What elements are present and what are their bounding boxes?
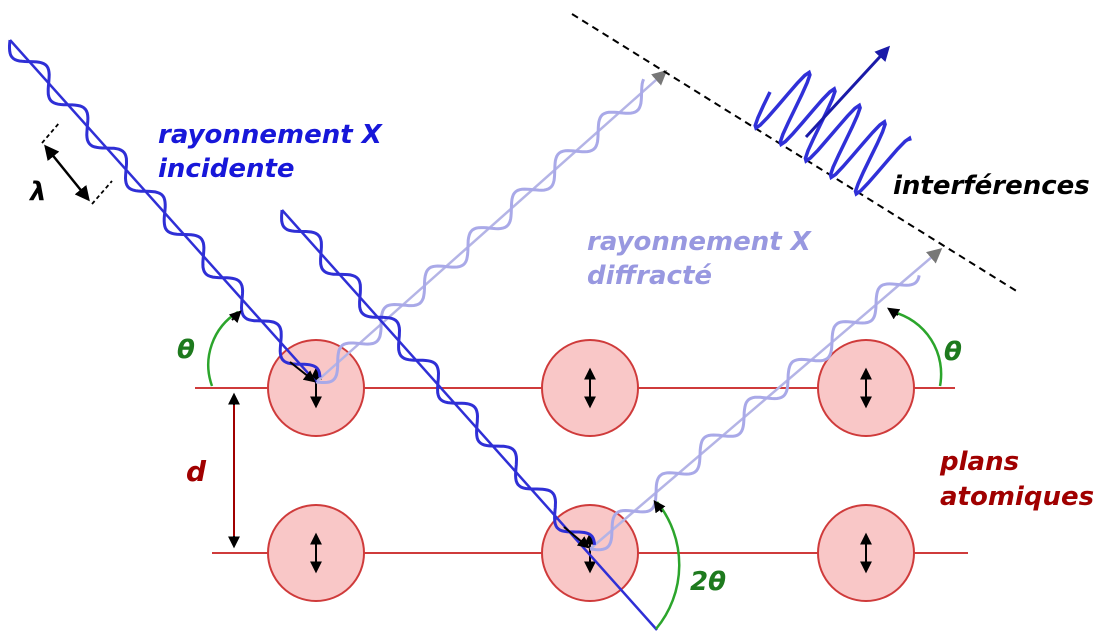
atom bbox=[541, 339, 639, 437]
spacing-label: d bbox=[186, 455, 207, 488]
wavelength-marker bbox=[41, 121, 113, 205]
atom bbox=[267, 339, 365, 437]
incident-arrow-1 bbox=[289, 361, 316, 383]
incident-ray-1 bbox=[9, 39, 317, 383]
diffracted-wave-2 bbox=[589, 275, 921, 552]
theta-arrow-left bbox=[228, 310, 242, 324]
interference-label: interférences bbox=[893, 171, 1090, 201]
two-theta-label: 2θ bbox=[690, 567, 726, 597]
theta-label-right: θ bbox=[944, 337, 962, 367]
two-theta-arrow bbox=[653, 500, 666, 514]
incident-label-line2: incidente bbox=[158, 154, 295, 184]
theta-arrow-right bbox=[887, 307, 901, 320]
diffracted-label-line1: rayonnement X bbox=[587, 227, 813, 257]
incident-wave-1 bbox=[8, 39, 322, 378]
diffracted-label-line2: diffracté bbox=[587, 261, 712, 291]
incident-label-line1: rayonnement X bbox=[158, 120, 384, 150]
atom bbox=[817, 504, 915, 602]
incident-arrow-2 bbox=[563, 526, 590, 549]
theta-arc-left bbox=[207, 310, 239, 387]
diffracted-wave-1 bbox=[315, 78, 646, 384]
interference-arrow bbox=[804, 45, 891, 139]
diffracted-ray-2 bbox=[589, 248, 943, 550]
atoms bbox=[267, 339, 915, 602]
atom bbox=[267, 504, 365, 602]
theta-arc-right bbox=[892, 310, 943, 387]
planes-label-line1: plans bbox=[939, 447, 1019, 477]
two-theta-arc bbox=[655, 501, 681, 630]
wavelength-label: λ bbox=[28, 177, 46, 207]
planes-label-line2: atomiques bbox=[940, 482, 1094, 512]
atom bbox=[817, 339, 915, 437]
incident-wave-2 bbox=[280, 209, 596, 546]
interference-wave bbox=[753, 69, 912, 197]
theta-label-left: θ bbox=[177, 335, 195, 365]
interference-front bbox=[571, 13, 1019, 293]
incident-ray-2 bbox=[281, 209, 658, 631]
